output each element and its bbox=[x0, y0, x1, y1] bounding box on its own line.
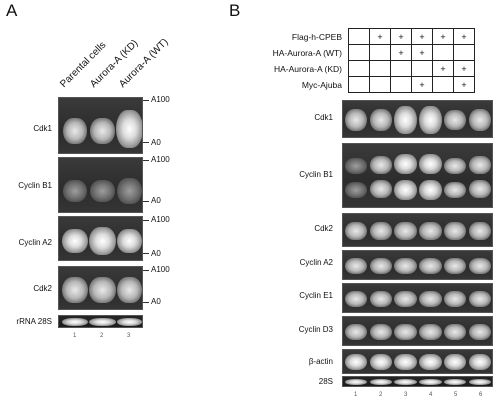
condition-mark-cell: + bbox=[453, 60, 475, 77]
condition-mark-cell bbox=[348, 28, 370, 45]
lane-number-b-2: 2 bbox=[379, 392, 383, 398]
condition-mark-cell bbox=[453, 44, 475, 61]
marker-a0-cyclin-a2: A0 bbox=[151, 249, 161, 258]
condition-row-flag-cpeb: Flag-h-CPEB + + + + + bbox=[240, 28, 475, 45]
lane-number-a-2: 2 bbox=[100, 333, 104, 339]
marker-a100-cyclin-b1: A100 bbox=[151, 155, 170, 164]
condition-name: Flag-h-CPEB bbox=[291, 31, 342, 42]
marker-a100-cdk2: A100 bbox=[151, 265, 170, 274]
condition-name: HA-Aurora-A (WT) bbox=[272, 47, 342, 58]
condition-mark-cell bbox=[432, 44, 454, 61]
gene-label-cdk2: Cdk2 bbox=[33, 284, 52, 293]
condition-row-ha-aurora-wt: HA-Aurora-A (WT) + + bbox=[240, 44, 475, 61]
gel-b-cyclin-a2 bbox=[342, 250, 493, 280]
gel-rrna-28s bbox=[58, 315, 143, 328]
gel-b-cyclin-b1 bbox=[342, 143, 493, 208]
lane-number-b-5: 5 bbox=[454, 392, 458, 398]
gene-label-b-beta-actin: β-actin bbox=[308, 357, 333, 366]
condition-mark-cell: + bbox=[453, 76, 475, 93]
condition-mark-cell: + bbox=[432, 60, 454, 77]
condition-mark-cell: + bbox=[453, 28, 475, 45]
lane-number-b-4: 4 bbox=[429, 392, 433, 398]
lane-number-b-1: 1 bbox=[354, 392, 358, 398]
gel-cyclin-b1 bbox=[58, 157, 143, 213]
lane-number-a-3: 3 bbox=[127, 333, 131, 339]
condition-mark-cell: + bbox=[411, 76, 433, 93]
marker-a100-cdk1: A100 bbox=[151, 95, 170, 104]
gene-label-b-cyclin-e1: Cyclin E1 bbox=[299, 291, 333, 300]
marker-a0-cyclin-b1: A0 bbox=[151, 196, 161, 205]
lane-number-b-6: 6 bbox=[479, 392, 483, 398]
loading-label-a: rRNA 28S bbox=[16, 317, 52, 326]
condition-mark-cell bbox=[348, 76, 370, 93]
condition-mark-cell: + bbox=[411, 28, 433, 45]
loading-label-b: 28S bbox=[318, 377, 333, 386]
gel-cdk2 bbox=[58, 266, 143, 310]
gel-b-cdk2 bbox=[342, 213, 493, 247]
marker-a0-cdk2: A0 bbox=[151, 297, 161, 306]
condition-mark-cell bbox=[390, 60, 412, 77]
marker-a0-cdk1: A0 bbox=[151, 138, 161, 147]
condition-mark-cell bbox=[369, 76, 391, 93]
gene-label-cdk1: Cdk1 bbox=[33, 124, 52, 133]
gene-label-b-cdk1: Cdk1 bbox=[314, 113, 333, 122]
gel-cyclin-a2 bbox=[58, 216, 143, 261]
gene-label-cyclin-b1: Cyclin B1 bbox=[18, 181, 52, 190]
gel-b-28s bbox=[342, 376, 493, 387]
condition-mark-cell bbox=[369, 60, 391, 77]
condition-mark-cell: + bbox=[411, 44, 433, 61]
gel-b-beta-actin bbox=[342, 349, 493, 374]
condition-mark-cell bbox=[432, 76, 454, 93]
lane-number-a-1: 1 bbox=[73, 333, 77, 339]
condition-mark-cell bbox=[369, 44, 391, 61]
condition-row-ha-aurora-kd: HA-Aurora-A (KD) + + bbox=[240, 60, 475, 77]
condition-mark-cell bbox=[348, 60, 370, 77]
gene-label-b-cyclin-a2: Cyclin A2 bbox=[299, 258, 333, 267]
condition-mark-cell: + bbox=[432, 28, 454, 45]
condition-row-myc-ajuba: Myc-Ajuba + + bbox=[240, 76, 475, 93]
gene-label-b-cyclin-d3: Cyclin D3 bbox=[298, 325, 333, 334]
gene-label-b-cyclin-b1: Cyclin B1 bbox=[299, 170, 333, 179]
panel-a-letter: A bbox=[6, 1, 18, 20]
panel-b-letter: B bbox=[229, 1, 241, 20]
gel-b-cyclin-e1 bbox=[342, 283, 493, 313]
gene-label-b-cdk2: Cdk2 bbox=[314, 224, 333, 233]
gel-cdk1 bbox=[58, 97, 143, 154]
lane-number-b-3: 3 bbox=[404, 392, 408, 398]
condition-table: Flag-h-CPEB + + + + + HA-Aurora-A (WT) +… bbox=[240, 28, 475, 93]
gel-b-cyclin-d3 bbox=[342, 316, 493, 346]
condition-name: Myc-Ajuba bbox=[301, 79, 342, 90]
condition-mark-cell: + bbox=[390, 44, 412, 61]
condition-mark-cell: + bbox=[369, 28, 391, 45]
condition-mark-cell bbox=[348, 44, 370, 61]
condition-mark-cell bbox=[390, 76, 412, 93]
gel-b-cdk1 bbox=[342, 100, 493, 138]
marker-a100-cyclin-a2: A100 bbox=[151, 215, 170, 224]
condition-mark-cell: + bbox=[390, 28, 412, 45]
condition-mark-cell bbox=[411, 60, 433, 77]
condition-name: HA-Aurora-A (KD) bbox=[273, 63, 342, 74]
gene-label-cyclin-a2: Cyclin A2 bbox=[18, 238, 52, 247]
